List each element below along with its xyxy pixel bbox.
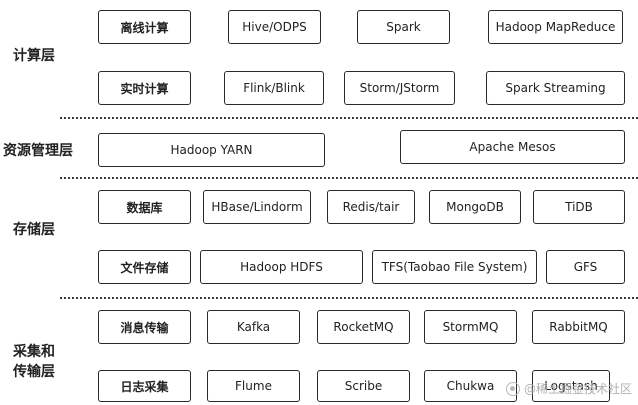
divider-resource-storage xyxy=(60,177,638,179)
watermark-text: @稀土掘金技术社区 xyxy=(523,382,632,396)
node-tidb: TiDB xyxy=(533,190,625,224)
category-database: 数据库 xyxy=(98,190,191,224)
node-mongodb: MongoDB xyxy=(429,190,521,224)
juejin-logo-icon xyxy=(505,381,520,396)
node-redis-tair: Redis/tair xyxy=(327,190,415,224)
node-stormmq: StormMQ xyxy=(424,310,517,344)
node-tfs: TFS(Taobao File System) xyxy=(372,250,537,284)
node-spark: Spark xyxy=(357,10,450,44)
node-rocketmq: RocketMQ xyxy=(317,310,410,344)
category-offline-compute: 离线计算 xyxy=(98,10,191,44)
layer-label-compute: 计算层 xyxy=(13,48,55,64)
layer-label-collect-line1: 采集和 xyxy=(13,344,55,360)
layer-label-resource: 资源管理层 xyxy=(3,143,73,159)
node-hive-odps: Hive/ODPS xyxy=(228,10,321,44)
node-chukwa: Chukwa xyxy=(424,370,517,402)
node-flume: Flume xyxy=(207,370,300,402)
category-messaging: 消息传输 xyxy=(98,310,191,344)
node-scribe: Scribe xyxy=(317,370,410,402)
node-hbase-lindorm: HBase/Lindorm xyxy=(203,190,311,224)
node-rabbitmq: RabbitMQ xyxy=(532,310,625,344)
divider-compute-resource xyxy=(60,117,638,119)
node-kafka: Kafka xyxy=(207,310,300,344)
node-logstash: Logstash xyxy=(532,370,610,402)
category-file-storage: 文件存储 xyxy=(98,250,191,284)
node-storm-jstorm: Storm/JStorm xyxy=(344,71,455,105)
node-spark-streaming: Spark Streaming xyxy=(486,71,625,105)
watermark: @稀土掘金技术社区 xyxy=(505,380,632,397)
node-hadoop-mapreduce: Hadoop MapReduce xyxy=(488,10,623,44)
category-log-collection: 日志采集 xyxy=(98,370,191,402)
node-flink-blink: Flink/Blink xyxy=(224,71,324,105)
node-gfs: GFS xyxy=(546,250,625,284)
node-apache-mesos: Apache Mesos xyxy=(400,130,625,164)
node-hadoop-hdfs: Hadoop HDFS xyxy=(200,250,363,284)
divider-storage-collect xyxy=(60,297,638,299)
node-hadoop-yarn: Hadoop YARN xyxy=(98,133,325,167)
layer-label-collect-line2: 传输层 xyxy=(13,364,55,380)
layer-label-storage: 存储层 xyxy=(13,222,55,238)
category-realtime-compute: 实时计算 xyxy=(98,71,191,105)
